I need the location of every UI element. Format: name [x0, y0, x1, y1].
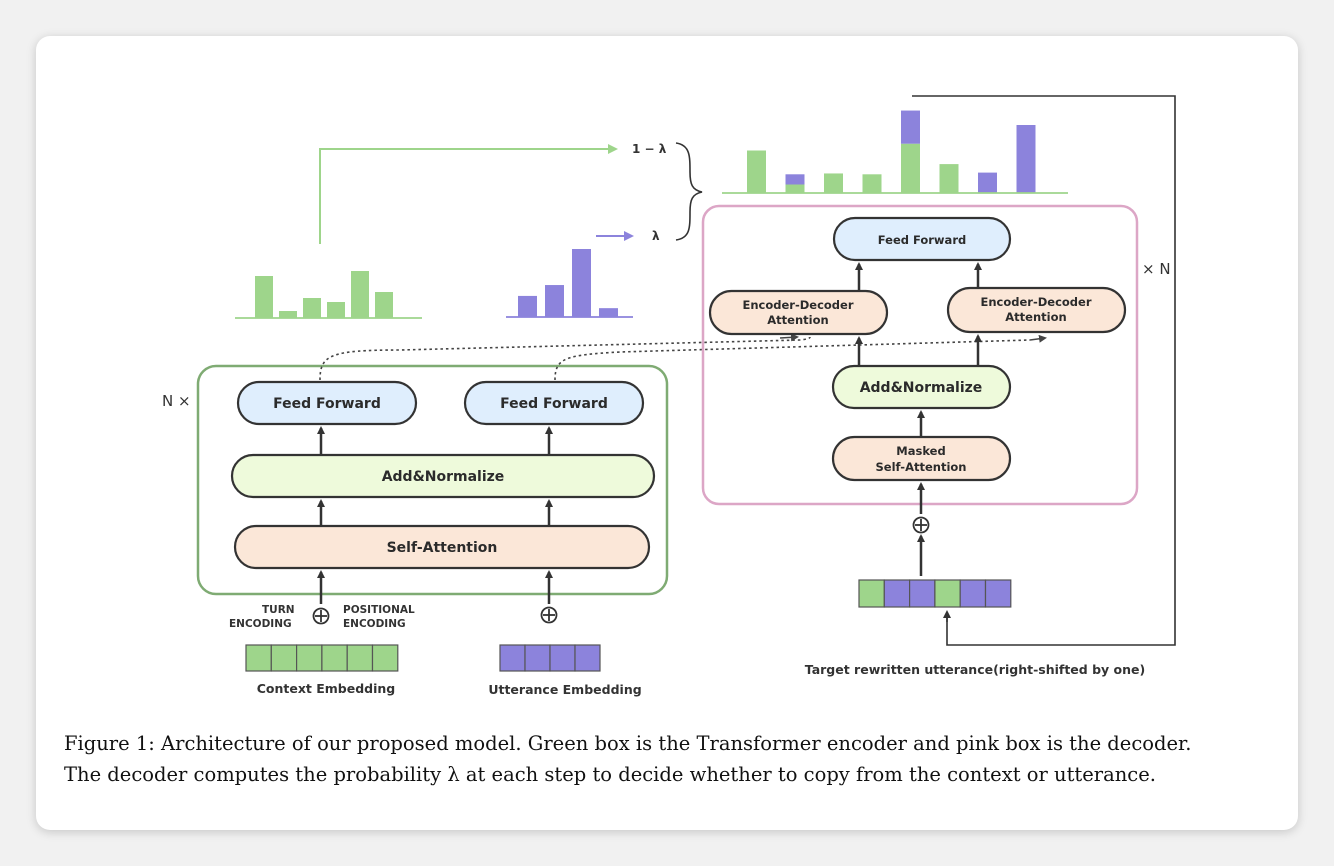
encoder-n-times: N ×: [162, 392, 191, 410]
decoder-enc-dec-attention-right: Encoder-Decoder Attention: [946, 286, 1127, 334]
utterance-embedding-label: Utterance Embedding: [488, 682, 641, 697]
utterance-embedding-cell-0: [499, 644, 526, 672]
context-dist-bar-0: [255, 276, 273, 318]
decoder-times-n: × N: [1142, 260, 1171, 278]
dotted-arrow-context: [319, 336, 811, 381]
context-dist-bar-3: [327, 302, 345, 318]
feedback-loop-line: [912, 95, 1176, 646]
decoder-feed-forward: Feed Forward: [832, 216, 1012, 262]
utterance-dist-bar-0: [518, 295, 537, 317]
utterance-plus-icon: [540, 606, 558, 624]
enc-dec-left-label-2: Attention: [767, 313, 828, 327]
one-minus-lambda-label: 1 − λ: [632, 142, 667, 156]
encoder-add-normalize: Add&Normalize: [230, 453, 656, 499]
target-embedding-cell-1: [883, 579, 911, 608]
utterance-dist-bar-2: [572, 249, 591, 317]
encoder-feed-forward-right-label: Feed Forward: [500, 396, 608, 412]
encoder-arrows: [317, 426, 553, 604]
target-embedding-cell-0: [858, 579, 885, 608]
encoder-box: [196, 364, 669, 596]
target-embedding-cells: [858, 579, 1012, 608]
output-dist-purple-bar-6: [978, 172, 997, 193]
context-embedding-cell-5: [371, 644, 399, 672]
context-dist-bar-2: [303, 298, 321, 318]
encoder-add-normalize-label: Add&Normalize: [382, 469, 505, 485]
utterance-dist-bar-1: [545, 285, 564, 317]
utterance-embedding-cells: [499, 644, 601, 672]
lambda-label: λ: [652, 229, 660, 243]
dotted-arrow-utterance: [554, 339, 1031, 381]
output-dist-purple-bar-4: [901, 110, 920, 144]
decoder-feed-forward-label: Feed Forward: [878, 233, 966, 247]
target-embedding-cell-4: [959, 579, 987, 608]
one-minus-lambda-arrow: [319, 144, 618, 244]
context-embedding-cells: [245, 644, 399, 672]
output-dist-green-bar-0: [747, 150, 766, 193]
decoder-enc-dec-attention-left: Encoder-Decoder Attention: [708, 289, 889, 336]
context-plus-icon: [312, 607, 330, 625]
turn-encoding-label-2: ENCODING: [229, 618, 292, 630]
target-embedding-cell-5: [984, 579, 1012, 608]
encoder-feed-forward-left: Feed Forward: [236, 380, 418, 426]
output-dist-purple-bar-7: [1016, 125, 1036, 193]
encoder-feed-forward-left-label: Feed Forward: [273, 396, 381, 412]
context-embedding-cell-0: [245, 644, 272, 672]
enc-dec-right-label-1: Encoder-Decoder: [980, 295, 1091, 309]
context-embedding-cell-1: [270, 644, 298, 672]
target-embedding-cell-2: [908, 579, 936, 608]
output-dist-green-bar-3: [862, 174, 882, 193]
encoder-self-attention-label: Self-Attention: [387, 540, 498, 556]
utterance-embedding-cell-3: [574, 644, 601, 672]
context-embedding-label: Context Embedding: [257, 681, 396, 696]
utterance-dist-bar-3: [599, 308, 618, 317]
decoder-add-normalize: Add&Normalize: [831, 364, 1012, 410]
caption-line-1: Figure 1: Architecture of our proposed m…: [64, 732, 1192, 755]
utterance-embedding-cell-2: [549, 644, 576, 672]
context-dist-bar-1: [279, 311, 297, 318]
utterance-distribution: [506, 249, 633, 318]
output-dist-green-bar-5: [939, 164, 959, 193]
enc-dec-right-label-2: Attention: [1005, 310, 1066, 324]
caption-line-2: The decoder computes the probability λ a…: [64, 763, 1156, 786]
output-dist-purple-bar-1: [785, 174, 805, 185]
curly-brace: [675, 142, 703, 241]
target-utterance-label: Target rewritten utterance(right-shifted…: [805, 662, 1145, 677]
positional-encoding-label-1: POSITIONAL: [343, 604, 415, 616]
target-plus-icon: [912, 516, 930, 534]
enc-dec-left-label-1: Encoder-Decoder: [742, 298, 853, 312]
figure-caption: Figure 1: Architecture of our proposed m…: [64, 728, 1284, 790]
context-embedding-cell-4: [346, 644, 374, 672]
output-dist-green-bar-2: [824, 173, 843, 193]
output-dist-green-bar-1: [785, 184, 805, 193]
turn-encoding-label-1: TURN: [262, 604, 295, 616]
context-distribution: [235, 271, 422, 319]
context-embedding-cell-3: [321, 644, 348, 672]
context-dist-bar-5: [375, 292, 393, 318]
context-embedding-cell-2: [296, 644, 323, 672]
output-distribution: [722, 110, 1068, 194]
decoder-masked-self-attention: Masked Self-Attention: [831, 435, 1012, 482]
positional-encoding-label-2: ENCODING: [343, 618, 406, 630]
masked-label-2: Self-Attention: [875, 460, 966, 474]
target-embedding-cell-3: [934, 579, 961, 608]
masked-label-1: Masked: [896, 444, 945, 458]
output-dist-green-bar-4: [901, 143, 920, 193]
context-dist-bar-4: [351, 271, 369, 318]
utterance-embedding-cell-1: [524, 644, 551, 672]
decoder-arrows: [855, 262, 982, 576]
encoder-feed-forward-right: Feed Forward: [463, 380, 645, 426]
decoder-add-normalize-label: Add&Normalize: [860, 380, 983, 396]
encoder-self-attention: Self-Attention: [233, 524, 651, 570]
